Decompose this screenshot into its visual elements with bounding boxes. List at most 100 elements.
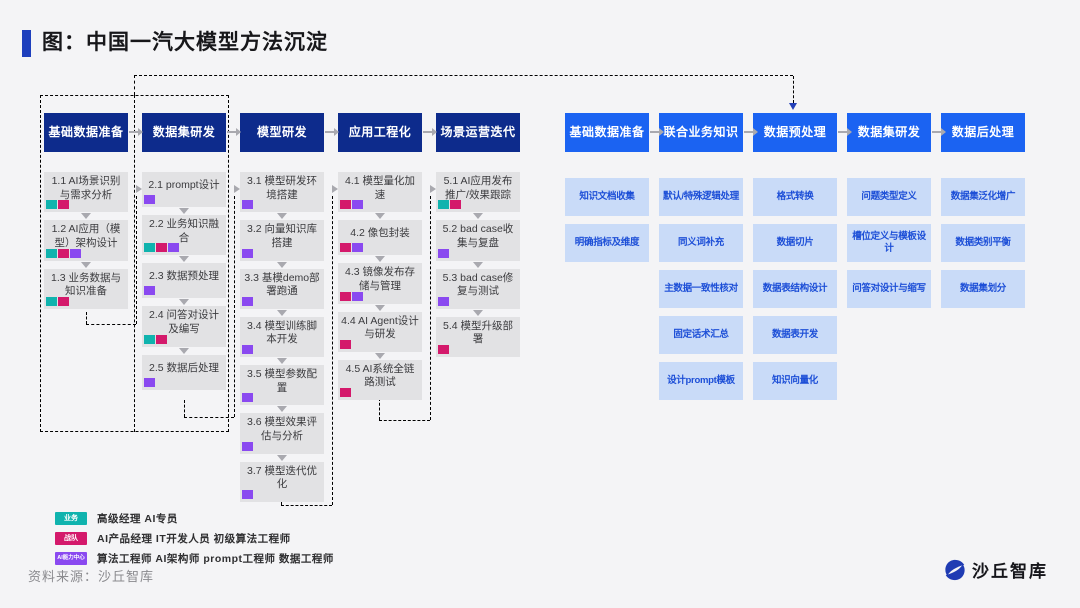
role-tags: [242, 200, 253, 210]
flow-column: 联合业务知识默认/特殊逻辑处理同义词补充主数据一致性核对固定话术汇总设计prom…: [659, 113, 743, 408]
flow-step-label: 4.4 AI Agent设计与研发: [341, 314, 419, 341]
flow-step: 3.1 模型研发环境搭建: [240, 172, 324, 213]
legend-label: 高级经理 AI专员: [97, 513, 178, 525]
flow-step: 2.2 业务知识融合: [142, 215, 226, 256]
role-tag-pink: [340, 200, 351, 210]
role-tag-purple: [242, 296, 253, 306]
header-arrow-right-icon: [650, 128, 664, 136]
flow-step: 1.2 AI应用（模型）架构设计: [44, 220, 128, 261]
step-arrow-down-icon: [179, 347, 189, 354]
logo-mark-icon: [945, 559, 965, 580]
role-tags: [242, 248, 253, 258]
column-connector: [430, 196, 431, 420]
column-connector: [184, 400, 185, 417]
flow-step-label: 3.4 模型训练脚本开发: [246, 319, 317, 346]
flow-step-label: 3.7 模型迭代优化: [246, 464, 317, 491]
step-arrow-down-icon: [277, 406, 287, 413]
role-tag-pink: [58, 296, 69, 306]
role-tags: [144, 377, 155, 387]
column-connector: [136, 196, 137, 324]
role-tag-purple: [438, 248, 449, 258]
flow-step: 问答对设计与缩写: [847, 270, 931, 308]
column-connector: [234, 196, 235, 417]
enter-arrow-icon: [234, 185, 240, 193]
logo-text: 沙丘智库: [972, 562, 1048, 581]
flow-steps: 数据集泛化增广数据类别平衡数据集划分: [941, 178, 1025, 316]
flow-step: 槽位定义与模板设计: [847, 224, 931, 262]
role-tags: [144, 195, 155, 204]
role-tag-purple: [242, 441, 253, 451]
role-tags: [242, 296, 253, 306]
flow-step-label: 数据集泛化增广: [950, 191, 1016, 203]
flow-step-label: 5.1 AI应用发布推广/效果跟踪: [443, 175, 513, 201]
role-tags: [438, 200, 461, 210]
role-tag-purple: [144, 377, 155, 387]
flow-step: 4.4 AI Agent设计与研发: [338, 311, 422, 352]
role-tag-purple: [242, 248, 253, 258]
step-arrow-down-icon: [179, 208, 189, 214]
flow-step-label: 数据类别平衡: [955, 237, 1011, 249]
step-arrow-down-icon: [375, 304, 385, 311]
flow-step: 3.2 向量知识库搭建: [240, 220, 324, 261]
flow-step-label: 2.4 问答对设计及编写: [148, 309, 219, 335]
role-tag-teal: [438, 200, 449, 210]
flow-step: 3.4 模型训练脚本开发: [240, 316, 324, 358]
flow-step: 4.2 像包封装: [338, 220, 422, 256]
flow-step: 数据表开发: [753, 316, 837, 354]
flow-step-label: 4.5 AI系统全链路测试: [345, 362, 415, 389]
role-tag-pink: [340, 291, 351, 301]
role-tags: [144, 334, 167, 344]
flow-step: 3.7 模型迭代优化: [240, 461, 324, 502]
source-note: 资料来源：沙丘智库: [28, 569, 155, 584]
legend-row: 业务高级经理 AI专员: [55, 511, 334, 526]
flow-step: 明确指标及维度: [565, 224, 649, 262]
flow-step: 1.1 AI场景识别与需求分析: [44, 172, 128, 213]
step-arrow-down-icon: [81, 261, 91, 268]
column-connector: [281, 505, 332, 506]
flow-step: 固定话术汇总: [659, 316, 743, 354]
role-tag-purple: [352, 243, 363, 253]
role-tag-purple: [352, 200, 363, 210]
step-arrow-down-icon: [277, 261, 287, 268]
role-tags: [340, 388, 351, 398]
step-arrow-down-icon: [473, 261, 483, 268]
flow-step: 1.3 业务数据与知识准备: [44, 268, 128, 309]
step-arrow-down-icon: [375, 256, 385, 263]
flow-step: 4.1 模型量化加速: [338, 172, 422, 213]
role-tags: [242, 393, 253, 403]
flow-step-label: 设计prompt模板: [667, 375, 735, 387]
role-tag-purple: [242, 393, 253, 403]
flow-step-label: 1.1 AI场景识别与需求分析: [51, 175, 121, 201]
flow-steps: 知识文档收集明确指标及维度: [565, 178, 649, 270]
flow-header: 数据预处理: [753, 113, 837, 152]
flow-step: 3.6 模型效果评估与分析: [240, 413, 324, 454]
role-tags: [438, 248, 449, 258]
flow-header: 基础数据准备: [565, 113, 649, 152]
flow-step-label: 1.2 AI应用（模型）架构设计: [51, 223, 121, 249]
enter-arrow-icon: [430, 185, 436, 193]
flow-header: 应用工程化: [338, 113, 422, 152]
flow-step: 2.1 prompt设计: [142, 172, 226, 207]
step-arrow-down-icon: [473, 309, 483, 316]
flow-step-label: 知识文档收集: [579, 191, 635, 203]
flow-step-label: 3.2 向量知识库搭建: [246, 223, 317, 249]
role-tags: [242, 489, 253, 499]
flow-step: 5.4 模型升级部署: [436, 316, 520, 358]
brand-logo: 沙丘智库: [944, 557, 1048, 582]
column-connector: [86, 324, 136, 325]
role-tag-pink: [58, 200, 69, 210]
role-tags: [46, 200, 69, 210]
step-arrow-down-icon: [375, 352, 385, 359]
role-tag-pink: [450, 200, 461, 210]
step-arrow-down-icon: [277, 309, 287, 316]
role-tags: [144, 286, 155, 296]
flow-step-label: 5.4 模型升级部署: [442, 319, 513, 346]
flow-step-label: 1.3 业务数据与知识准备: [50, 271, 121, 298]
flow-step: 5.2 bad case收集与复盘: [436, 220, 520, 261]
